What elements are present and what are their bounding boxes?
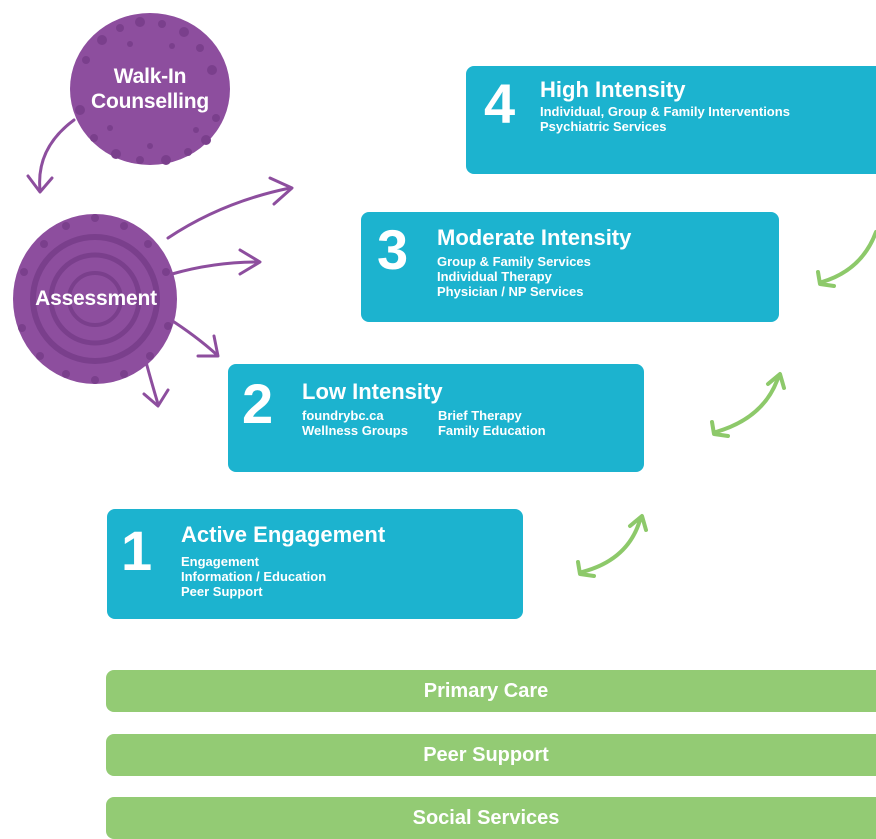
tier-1-item: Information / Education xyxy=(181,569,327,584)
tier-3-items: Group & Family Services Individual Thera… xyxy=(437,254,591,299)
support-bar-label: Primary Care xyxy=(423,680,549,702)
support-bar-label: Peer Support xyxy=(423,744,549,766)
tier-1-number: 1 xyxy=(121,519,153,582)
arrow-to-tier-2 xyxy=(166,316,218,356)
support-bar-primary-care: Primary Care xyxy=(106,670,876,712)
tier-1-box: 1 Active Engagement Engagement Informati… xyxy=(107,509,523,619)
tier-3-number: 3 xyxy=(377,218,409,281)
tier-3-item: Group & Family Services xyxy=(437,254,591,269)
double-arrow-3-4 xyxy=(816,230,876,288)
assessment-label: Assessment xyxy=(14,286,178,311)
walk-in-label: Walk-In Counselling xyxy=(80,64,220,114)
assessment-text: Assessment xyxy=(35,287,157,310)
tier-2-item: Family Education xyxy=(437,423,546,438)
tier-4-item: Individual, Group & Family Interventions xyxy=(540,104,790,119)
tier-2-items: foundrybc.ca Wellness Groups Brief Thera… xyxy=(302,408,546,438)
arrow-to-tier-1 xyxy=(144,360,160,406)
tier-2-item: Brief Therapy xyxy=(437,408,522,423)
support-bar-peer-support: Peer Support xyxy=(106,734,876,776)
support-bar-social-services: Social Services xyxy=(106,797,876,839)
arrow-walkin-to-assessment xyxy=(38,118,76,192)
tier-4-title: High Intensity xyxy=(540,77,686,102)
tier-3-item: Individual Therapy xyxy=(437,269,552,284)
walk-in-circle xyxy=(70,13,230,165)
green-arrows xyxy=(576,230,876,578)
tier-2-column-right: Brief Therapy Family Education xyxy=(438,408,546,438)
tier-1-title: Active Engagement xyxy=(181,522,386,547)
tier-1-item: Peer Support xyxy=(181,584,263,599)
tier-3-box: 3 Moderate Intensity Group & Family Serv… xyxy=(361,212,779,322)
tier-4-box: 4 High Intensity Individual, Group & Fam… xyxy=(466,66,876,174)
double-arrow-1-2 xyxy=(576,514,648,578)
tier-3-title: Moderate Intensity xyxy=(437,225,632,250)
double-arrow-2-3 xyxy=(710,372,786,438)
assessment-circle xyxy=(13,214,177,384)
tier-1-item: Engagement xyxy=(181,554,260,569)
support-bar-label: Social Services xyxy=(412,807,560,829)
tier-2-column-left: foundrybc.ca Wellness Groups xyxy=(302,408,408,438)
walk-in-text: Walk-In Counselling xyxy=(91,65,209,113)
tier-4-item: Psychiatric Services xyxy=(540,119,667,134)
tier-4-items: Individual, Group & Family Interventions… xyxy=(540,104,790,134)
tier-1-items: Engagement Information / Education Peer … xyxy=(181,554,326,599)
tier-2-box: 2 Low Intensity foundrybc.ca Wellness Gr… xyxy=(228,364,644,472)
tier-3-item: Physician / NP Services xyxy=(437,284,584,299)
tier-2-title: Low Intensity xyxy=(302,379,443,404)
purple-arrows xyxy=(26,118,294,408)
tier-2-item: Wellness Groups xyxy=(302,423,408,438)
tier-2-item: foundrybc.ca xyxy=(302,408,384,423)
tier-2-number: 2 xyxy=(242,372,274,435)
arrow-to-tier-4 xyxy=(166,186,292,240)
tier-4-number: 4 xyxy=(484,72,516,135)
arrow-to-tier-3 xyxy=(170,260,260,276)
